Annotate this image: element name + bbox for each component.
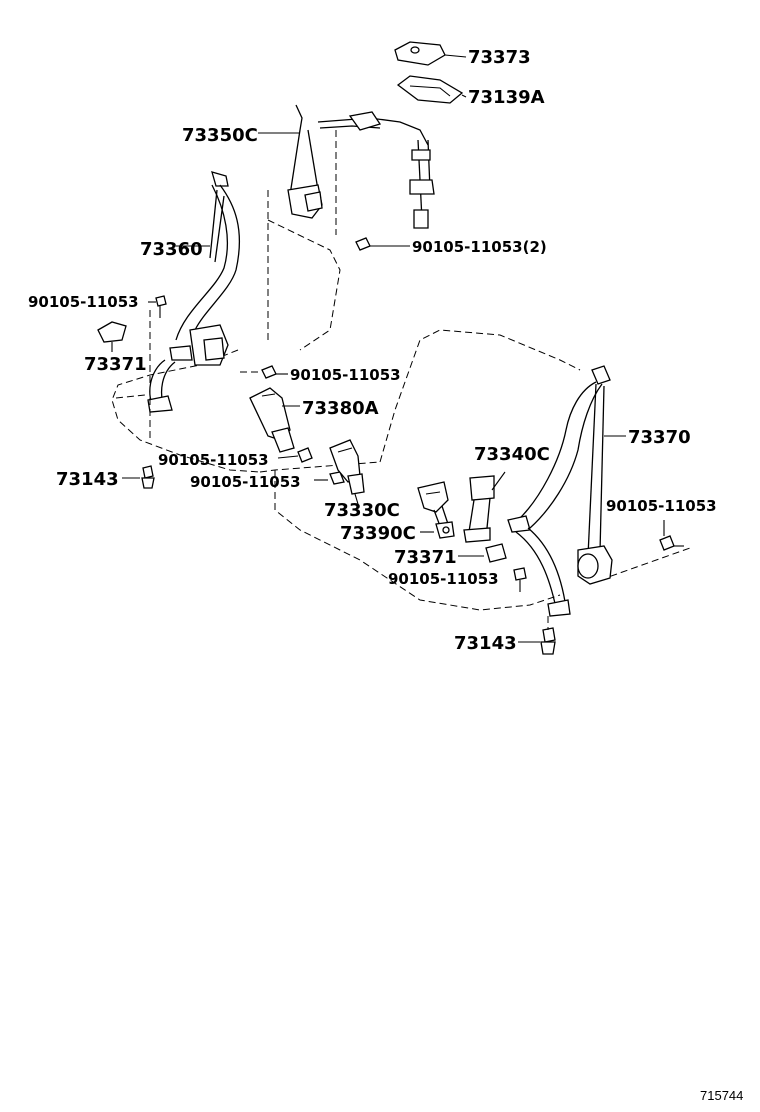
- label-73371-right: 73371: [394, 547, 457, 568]
- label-73143-right: 73143: [454, 633, 517, 654]
- bolt-right-lower: [513, 567, 527, 592]
- label-73371-left: 73371: [84, 354, 147, 375]
- guide-73371-left: [97, 310, 151, 440]
- label-bolt-right: 90105-11053: [606, 497, 717, 515]
- label-73139A: 73139A: [468, 87, 545, 108]
- label-73360: 73360: [140, 239, 203, 260]
- bolt-bottom-center: [314, 471, 345, 485]
- bolt-upper: [355, 237, 410, 251]
- bezel-73139A: [396, 75, 467, 104]
- guide-73371-right: [458, 543, 507, 563]
- label-73350C: 73350C: [182, 125, 258, 146]
- label-bolt-upper-2: 90105-11053(2): [412, 238, 547, 256]
- bolt-right: [659, 520, 684, 551]
- bolt-bottom-left: [277, 447, 313, 463]
- label-bolt-bottom-left: 90105-11053: [158, 451, 269, 469]
- label-73370: 73370: [628, 427, 691, 448]
- bolt-left: [148, 295, 167, 318]
- label-73380A: 73380A: [302, 398, 379, 419]
- label-73330C: 73330C: [324, 500, 400, 521]
- label-bolt-right-lower: 90105-11053: [388, 570, 499, 588]
- figure-id: 715744: [700, 1088, 743, 1103]
- label-73390C: 73390C: [340, 523, 416, 544]
- label-73373: 73373: [468, 47, 531, 68]
- label-73143-left: 73143: [56, 469, 119, 490]
- label-bolt-bottom-center: 90105-11053: [190, 473, 301, 491]
- anchor-73143-right: [518, 616, 556, 655]
- seat-outline-left: [111, 190, 341, 473]
- label-bolt-center: 90105-11053: [290, 366, 401, 384]
- label-73340C: 73340C: [474, 444, 550, 465]
- label-bolt-left: 90105-11053: [28, 293, 139, 311]
- bolt-center: [240, 365, 288, 379]
- belt-73360: [147, 171, 240, 413]
- retractor-73350C: [258, 104, 435, 235]
- buckle-73380A: [249, 387, 300, 453]
- belt-73370: [507, 365, 626, 617]
- cover-73373: [394, 41, 467, 66]
- buckle-73390C: [417, 481, 455, 539]
- seat-outline-right: [259, 329, 691, 611]
- belt-73340C: [463, 471, 506, 543]
- buckle-73330C: [329, 439, 365, 505]
- anchor-73143-left: [122, 465, 155, 489]
